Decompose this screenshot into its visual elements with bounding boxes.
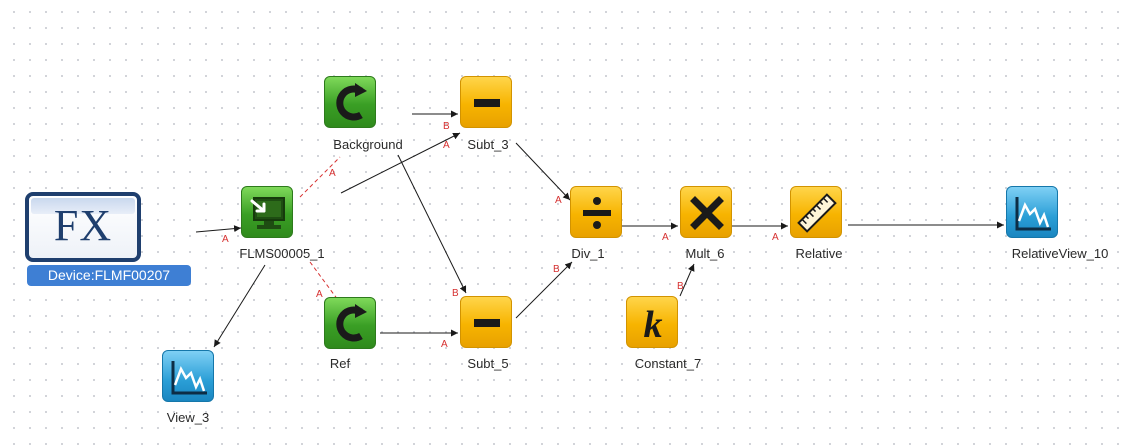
- port-a-ref: A: [316, 289, 323, 300]
- ref-label: Ref: [329, 356, 351, 371]
- port-a-background: A: [329, 168, 336, 179]
- port-a-subt3: A: [443, 140, 450, 151]
- refresh-icon: [336, 304, 367, 342]
- view3-node[interactable]: [162, 350, 214, 402]
- multiply-icon: [690, 196, 724, 230]
- relview10-label: RelativeView_10: [1011, 246, 1109, 261]
- edge-flms-view3[interactable]: [213, 264, 266, 348]
- edge-constant7-mult6[interactable]: [679, 263, 695, 297]
- subt5-node[interactable]: [460, 296, 512, 348]
- edge-subt5-div1[interactable]: [515, 261, 573, 319]
- subt3-label: Subt_3: [467, 137, 509, 152]
- constant7-label: Constant_7: [634, 356, 702, 371]
- port-a-subt5: A: [441, 339, 448, 350]
- monitor-import-icon: [250, 197, 285, 229]
- device-fx-text: FX: [53, 201, 113, 250]
- background-node[interactable]: [324, 76, 376, 128]
- svg-text:k: k: [644, 304, 663, 346]
- chart-view-icon: [171, 361, 207, 395]
- minus-icon: [474, 99, 500, 107]
- edge-flms-background-dashed: [299, 156, 341, 198]
- div1-label: Div_1: [571, 246, 605, 261]
- subt3-node[interactable]: [460, 76, 512, 128]
- edge-background-subt5[interactable]: [397, 154, 467, 294]
- flms-label: FLMS00005_1: [239, 246, 325, 261]
- port-b-subt3: B: [443, 121, 450, 132]
- port-b-subt5: B: [452, 288, 459, 299]
- minus-icon: [474, 319, 500, 327]
- port-a-relative: A: [772, 232, 779, 243]
- port-b-div1: B: [553, 264, 560, 275]
- flms-node[interactable]: [241, 186, 293, 238]
- edge-device-flms[interactable]: [195, 225, 242, 233]
- mult6-label: Mult_6: [685, 246, 725, 261]
- relative-node[interactable]: [790, 186, 842, 238]
- subt5-label: Subt_5: [467, 356, 509, 371]
- edge-flms-subt3[interactable]: [340, 132, 461, 194]
- relative-label: Relative: [795, 246, 843, 261]
- constant-k-icon: k: [644, 304, 663, 346]
- constant7-node[interactable]: k: [626, 296, 678, 348]
- port-a-div1: A: [555, 195, 562, 206]
- device-label[interactable]: Device:FLMF00207: [27, 265, 191, 286]
- ruler-icon: [797, 193, 837, 233]
- device-header-band: [31, 198, 135, 214]
- view3-label: View_3: [166, 410, 210, 425]
- relview10-node[interactable]: [1006, 186, 1058, 238]
- edge-subt3-div1[interactable]: [515, 142, 571, 201]
- divide-icon: [583, 197, 611, 229]
- port-b-mult6: B: [677, 281, 684, 292]
- device-node[interactable]: FX: [25, 192, 141, 262]
- edge-flms-ref-dashed: [309, 261, 339, 301]
- div1-node[interactable]: [570, 186, 622, 238]
- refresh-icon: [336, 83, 367, 121]
- port-a-mult6: A: [662, 232, 669, 243]
- mult6-node[interactable]: [680, 186, 732, 238]
- ref-node[interactable]: [324, 297, 376, 349]
- chart-view-icon: [1015, 197, 1051, 231]
- port-a-flms-in: A: [222, 234, 229, 245]
- background-label: Background: [333, 137, 403, 152]
